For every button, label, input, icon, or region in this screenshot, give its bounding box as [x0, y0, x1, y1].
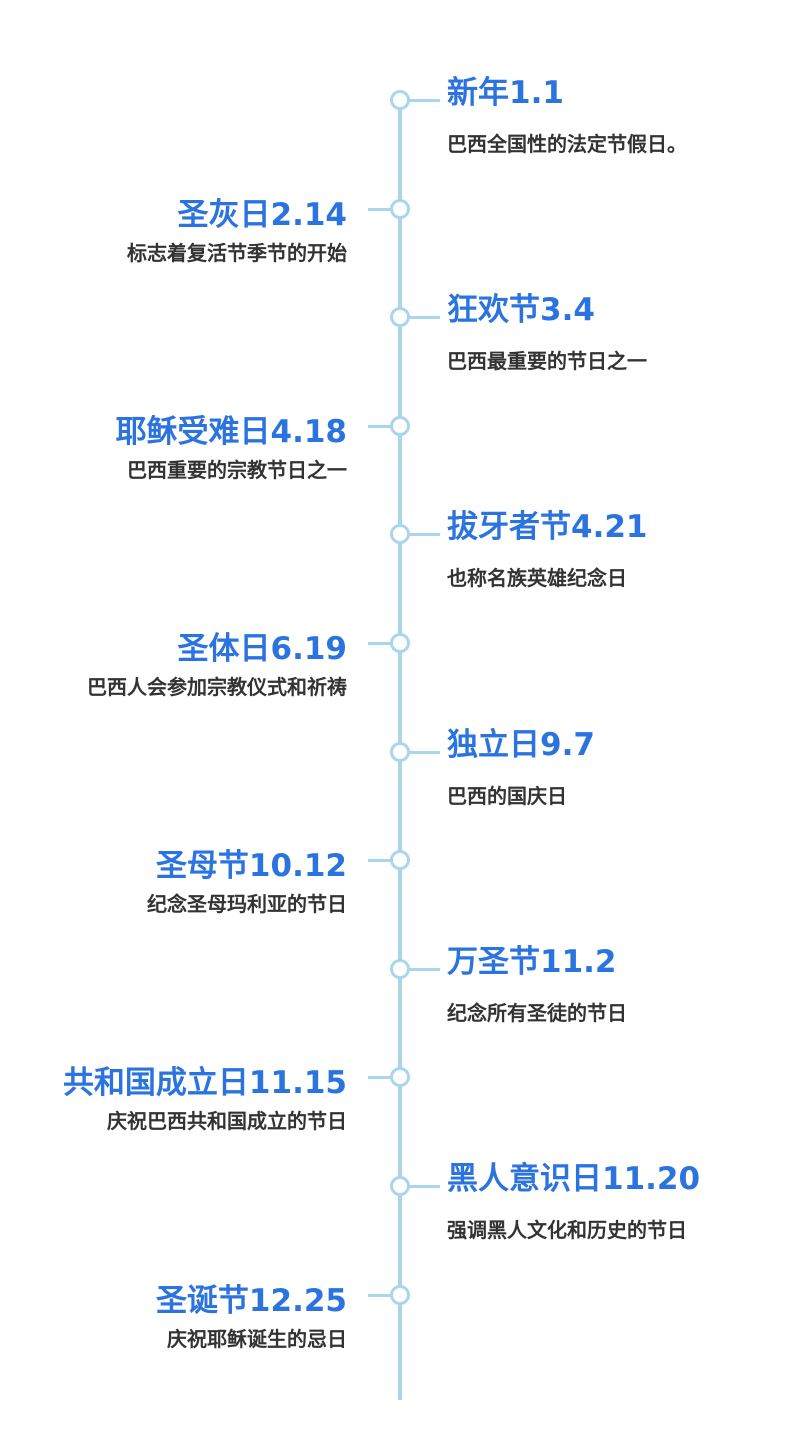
event-description: 巴西最重要的节日之一	[447, 349, 647, 373]
timeline-node	[390, 524, 410, 544]
timeline-node	[390, 959, 410, 979]
timeline-node	[390, 850, 410, 870]
event-description: 也称名族英雄纪念日	[447, 566, 627, 590]
event-title: 圣灰日2.14	[177, 197, 348, 233]
event-description: 巴西重要的宗教节日之一	[127, 458, 347, 482]
timeline-node	[390, 307, 410, 327]
event-title: 黑人意识日11.20	[447, 1161, 701, 1197]
timeline-connector	[408, 316, 440, 319]
timeline-node	[390, 1176, 410, 1196]
event-title: 圣母节10.12	[155, 848, 347, 884]
event-title: 万圣节11.2	[447, 944, 617, 980]
timeline-node	[390, 90, 410, 110]
timeline-connector	[368, 1076, 400, 1079]
event-description: 巴西全国性的法定节假日。	[447, 132, 687, 156]
timeline-connector	[408, 968, 440, 971]
timeline-node	[390, 633, 410, 653]
event-description: 巴西的国庆日	[447, 784, 567, 808]
timeline-node	[390, 416, 410, 436]
event-title: 拔牙者节4.21	[447, 509, 648, 545]
event-title: 圣体日6.19	[177, 631, 348, 667]
timeline-connector	[408, 533, 440, 536]
timeline-node	[390, 199, 410, 219]
timeline-connector	[368, 208, 400, 211]
event-description: 强调黑人文化和历史的节日	[447, 1218, 687, 1242]
event-description: 纪念所有圣徒的节日	[447, 1001, 627, 1025]
event-description: 庆祝巴西共和国成立的节日	[107, 1109, 347, 1133]
event-title: 狂欢节3.4	[447, 292, 595, 328]
event-title: 共和国成立日11.15	[62, 1065, 347, 1101]
timeline-connector	[368, 642, 400, 645]
event-title: 圣诞节12.25	[155, 1283, 347, 1319]
event-description: 庆祝耶稣诞生的忌日	[167, 1327, 347, 1351]
timeline-connector	[368, 859, 400, 862]
timeline-connector	[408, 751, 440, 754]
event-description: 标志着复活节季节的开始	[127, 241, 347, 265]
timeline-connector	[408, 1185, 440, 1188]
timeline-node	[390, 1285, 410, 1305]
event-title: 新年1.1	[447, 75, 564, 111]
timeline-connector	[368, 425, 400, 428]
event-description: 纪念圣母玛利亚的节日	[147, 892, 347, 916]
event-description: 巴西人会参加宗教仪式和祈祷	[87, 675, 347, 699]
event-title: 独立日9.7	[447, 727, 595, 763]
timeline-connector	[368, 1294, 400, 1297]
timeline-node	[390, 1067, 410, 1087]
event-title: 耶稣受难日4.18	[115, 414, 348, 450]
timeline-connector	[408, 99, 440, 102]
timeline-node	[390, 742, 410, 762]
